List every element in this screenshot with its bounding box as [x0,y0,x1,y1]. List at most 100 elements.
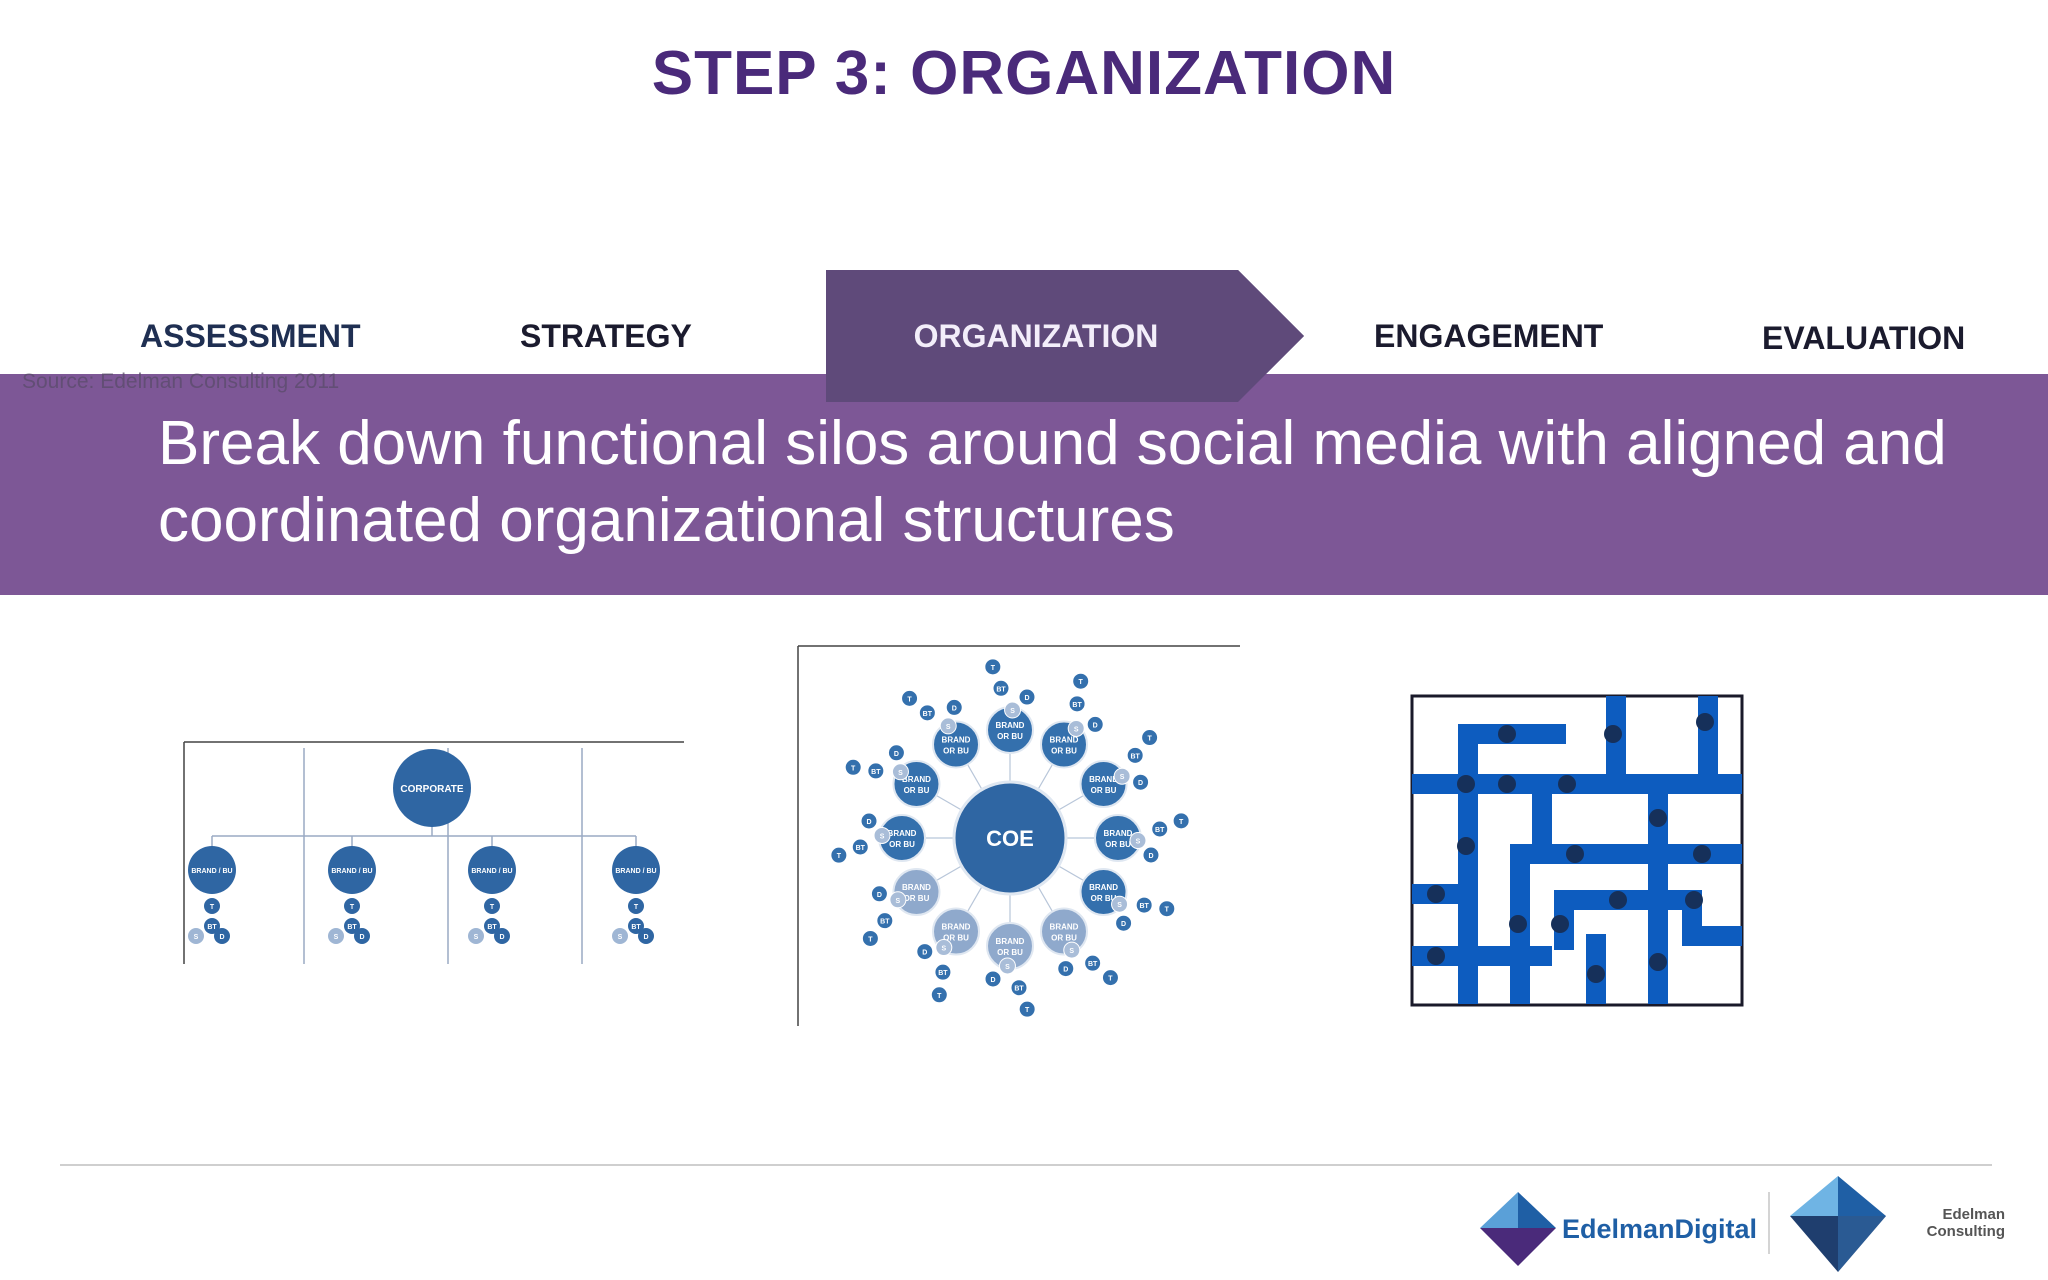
hub-leaf-label: BT [1072,702,1082,709]
hub-leaf-label: S [1136,839,1141,846]
hub-leaf-label: T [1025,1007,1030,1014]
brand-or-bu-label: OR BU [1051,934,1077,943]
hub-leaf-node [984,970,1002,988]
hub-leaf-node [867,762,885,780]
leaf-node [204,918,220,934]
leaf-node [344,898,360,914]
leaf-node [344,918,360,934]
hub-leaf-label: T [1108,976,1113,983]
hub-leaf-node [930,986,948,1004]
hub-leaf-node [1142,846,1160,864]
hub-leaf-label: D [990,977,995,984]
leaf-node [204,898,220,914]
hub-leaf-label: D [1148,853,1153,860]
hub-leaf-node [901,689,919,707]
brand-or-bu-label: BRAND [996,721,1025,730]
hub-leaf-node [1086,715,1104,733]
hub-leaf-node [1101,969,1119,987]
leaf-label: BT [207,924,217,931]
hub-leaf-node [939,717,957,735]
hub-leaf-node [1129,832,1147,850]
step-organization-label: ORGANIZATION [913,318,1159,354]
hub-leaf-label: S [1005,964,1010,971]
hub-leaf-node [1126,746,1144,764]
step-engagement: ENGAGEMENT [1374,318,1604,354]
maze-diagram [1410,694,1744,1007]
hub-leaf-node [1115,914,1133,932]
step-strategy: STRATEGY [520,318,692,354]
step-evaluation: EVALUATION [1762,320,1966,356]
coe-node [952,780,1068,896]
hub-leaf-label: D [922,950,927,957]
hub-leaf-label: T [1147,736,1152,743]
brand-bu-label: BRAND / BU [615,868,656,875]
hub-leaf-node [876,912,894,930]
hub-leaf-node [1018,1000,1036,1018]
leaf-node [494,928,510,944]
leaf-label: D [499,934,504,941]
hub-leaf-node [851,838,869,856]
hub-leaf-label: BT [996,686,1006,693]
hub-leaf-node [1067,719,1085,737]
hub-leaf-label: BT [871,769,881,776]
edelman-digital-logo-mark [1480,1192,1556,1266]
hub-leaf-label: D [894,751,899,758]
hub-leaf-node [1010,979,1028,997]
brand-or-bu-label: BRAND [902,883,931,892]
coe-label: COE [986,826,1034,851]
hub-leaf-label: T [851,765,856,772]
hub-leaf-label: BT [1014,986,1024,993]
brand-or-bu-label: OR BU [943,934,969,943]
hub-leaf-node [1057,960,1075,978]
hub-leaf-node [935,939,953,957]
hub-leaf-label: BT [880,919,890,926]
hub-leaf-node [1018,688,1036,706]
hub-leaf-node [934,963,952,981]
leaf-node [468,928,484,944]
hub-leaf-node [873,826,891,844]
hub-leaf-node [1132,773,1150,791]
brand-or-bu-label: BRAND [1089,775,1118,784]
hub-leaf-label: BT [1131,753,1141,760]
brand-bu-label: BRAND / BU [471,868,512,875]
brand-or-bu-label: OR BU [1051,746,1077,755]
leaf-label: T [490,904,495,911]
hub-leaf-label: T [868,936,873,943]
edelman-consulting-line-1: Edelman [1942,1206,2005,1223]
brand-or-bu-label: BRAND [1104,829,1133,838]
hub-leaf-label: BT [1139,903,1149,910]
brand-or-bu-label: OR BU [943,746,969,755]
headline-band [0,374,2048,595]
hub-leaf-node [889,891,907,909]
hub-leaf-label: S [1074,726,1079,733]
hub-leaf-node [1135,896,1153,914]
leaf-label: S [474,934,479,941]
corporate-node [393,749,471,827]
hub-leaf-label: BT [1088,961,1098,968]
brand-or-bu-label: OR BU [1105,840,1131,849]
headline: Break down functional silos around socia… [158,405,2018,559]
hub-leaf-node [1151,820,1169,838]
edelman-digital-wordmark: EdelmanDigital [1562,1214,1758,1244]
brand-or-bu-label: BRAND [888,829,917,838]
hub-leaf-label: D [1024,695,1029,702]
hub-leaf-node [918,704,936,722]
hub-leaf-label: S [1120,774,1125,781]
hub-leaf-node [1084,954,1102,972]
brand-or-bu-label: BRAND [996,937,1025,946]
hub-leaf-node [1111,895,1129,913]
edelman-consulting-wordmark: Edelman Consulting [1885,1206,2005,1240]
brand-or-bu-label: BRAND [1089,883,1118,892]
brand-or-bu-label: BRAND [942,735,971,744]
leaf-node [328,928,344,944]
leaf-label: BT [631,924,641,931]
hub-leaf-node [830,846,848,864]
hub-leaf-label: D [866,819,871,826]
hub-leaf-label: D [1138,780,1143,787]
corporate-label: CORPORATE [400,784,463,795]
hub-leaf-label: T [1179,819,1184,826]
headline-line-1: Break down functional silos around socia… [158,409,1947,478]
hub-leaf-label: D [877,892,882,899]
